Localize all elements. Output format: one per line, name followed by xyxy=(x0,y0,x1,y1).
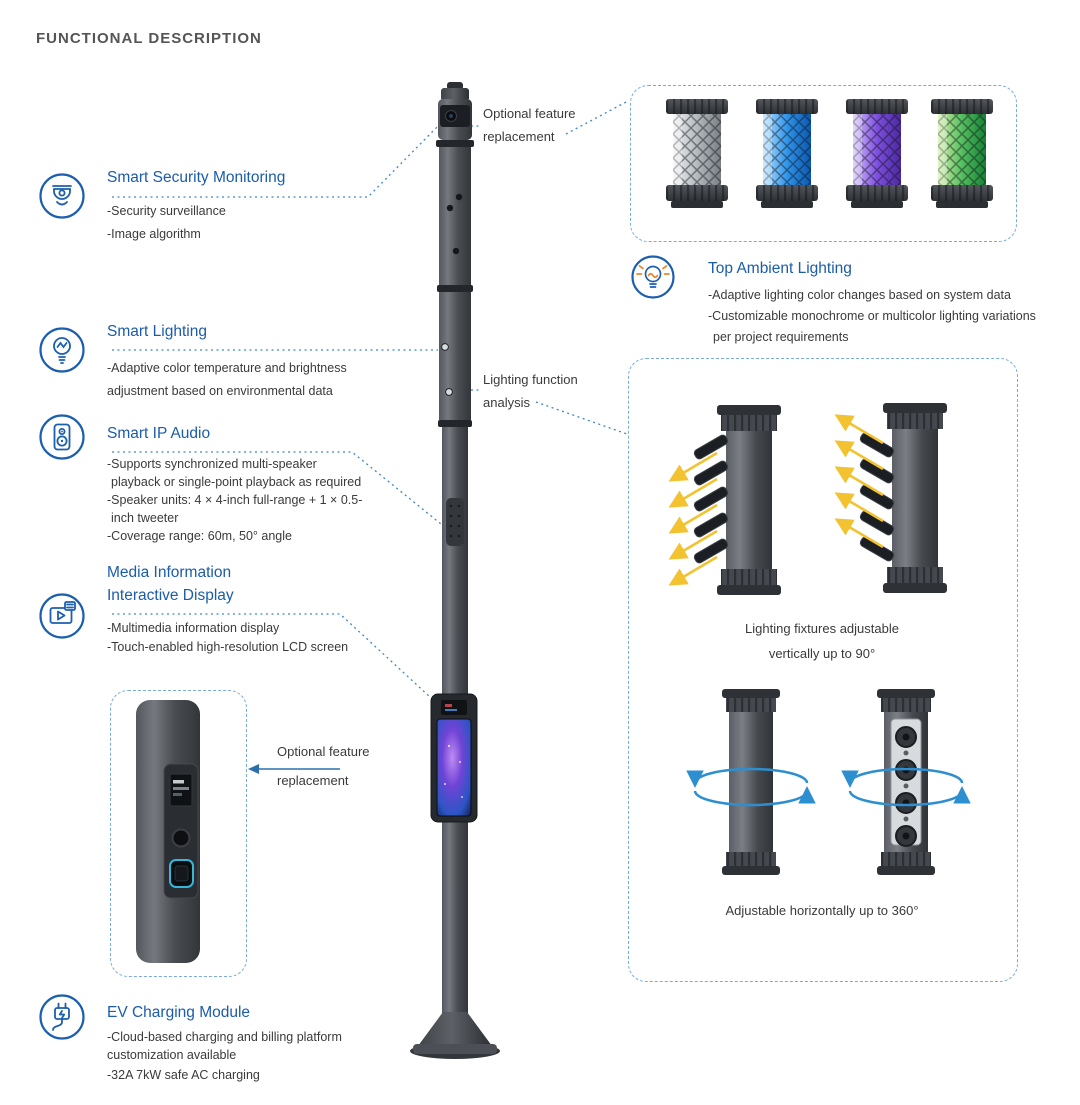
feature-line: -Cloud-based charging and billing platfo… xyxy=(107,1030,342,1044)
lantern-green xyxy=(931,99,993,208)
feature-line: inch tweeter xyxy=(111,511,179,525)
annotation-lighting-analysis: analysis xyxy=(483,395,530,410)
connector-lines xyxy=(112,100,629,698)
feature-line: -Coverage range: 60m, 50° angle xyxy=(107,529,292,543)
feature-line: adjustment based on environmental data xyxy=(107,384,333,398)
feature-line: per project requirements xyxy=(713,330,849,344)
charging-closeup-box xyxy=(110,690,247,977)
caption-vertical-adjust: Lighting fixtures adjustable xyxy=(745,621,899,636)
feature-line: -32A 7kW safe AC charging xyxy=(107,1068,260,1082)
fixture-rotate-closed xyxy=(722,689,780,875)
pole-camera-module xyxy=(438,99,472,140)
smart-pole-illustration xyxy=(410,82,500,1059)
ambient-lanterns xyxy=(666,99,993,208)
feature-title-ev: EV Charging Module xyxy=(107,1004,251,1021)
lighting-fixtures xyxy=(668,403,971,875)
ambient-lighting-box xyxy=(630,85,1017,242)
feature-line: -Adaptive color temperature and brightne… xyxy=(107,361,347,375)
lightbulb-icon xyxy=(38,326,86,379)
ev-plug-icon xyxy=(38,993,86,1046)
pole-speaker-panel xyxy=(446,498,464,546)
fixture-tilt-down xyxy=(693,405,781,595)
feature-title-display: Interactive Display xyxy=(107,587,234,604)
feature-line: -Touch-enabled high-resolution LCD scree… xyxy=(107,640,349,654)
beam-arrows-down xyxy=(668,451,718,586)
annotation-optional-bottom: Optional feature xyxy=(277,744,370,759)
security-camera-icon xyxy=(38,172,86,225)
feature-line: -Security surveillance xyxy=(107,204,226,218)
caption-vertical-adjust: vertically up to 90° xyxy=(768,646,876,661)
pole-display-screen xyxy=(430,693,478,823)
feature-line: -Speaker units: 4 × 4-inch full-range + … xyxy=(107,493,363,507)
rotation-arrows-right xyxy=(841,767,971,807)
feature-line: -Customizable monochrome or multicolor l… xyxy=(708,309,1036,323)
annotation-optional-top: Optional feature xyxy=(483,106,576,121)
rotation-arrows-left xyxy=(686,767,816,807)
lighting-adjustment-box xyxy=(628,358,1018,982)
feature-title-ambient: Top Ambient Lighting xyxy=(708,260,852,277)
feature-title-audio: Smart IP Audio xyxy=(107,425,211,442)
annotation-optional-bottom: replacement xyxy=(277,773,349,788)
annotation-optional-top: replacement xyxy=(483,129,555,144)
replacement-arrow xyxy=(248,764,340,774)
speaker-icon xyxy=(38,413,86,466)
ambient-light-icon xyxy=(630,254,676,305)
caption-horizontal-adjust: Adjustable horizontally up to 360° xyxy=(725,903,919,918)
fixture-rotate-open xyxy=(877,689,935,875)
pole-base xyxy=(410,1012,500,1059)
feature-title-display: Media Information xyxy=(107,564,232,581)
feature-title-security: Smart Security Monitoring xyxy=(107,169,286,186)
page-title: FUNCTIONAL DESCRIPTION xyxy=(36,30,262,47)
annotation-lighting-analysis: Lighting function xyxy=(483,372,578,387)
fixture-tilt-up xyxy=(859,403,947,593)
feature-line: -Multimedia information display xyxy=(107,621,280,635)
pole-charging-closeup xyxy=(136,700,200,963)
feature-line: playback or single-point playback as req… xyxy=(111,475,362,489)
lantern-blue xyxy=(756,99,818,208)
feature-line: -Adaptive lighting color changes based o… xyxy=(708,288,1011,302)
media-display-icon xyxy=(38,592,86,645)
feature-line: -Image algorithm xyxy=(107,227,201,241)
lantern-purple xyxy=(846,99,908,208)
feature-line: -Supports synchronized multi-speaker xyxy=(107,457,317,471)
feature-title-lighting: Smart Lighting xyxy=(107,323,207,340)
lantern-white xyxy=(666,99,728,208)
beam-arrows-up xyxy=(834,414,884,549)
feature-line: customization available xyxy=(107,1048,237,1062)
